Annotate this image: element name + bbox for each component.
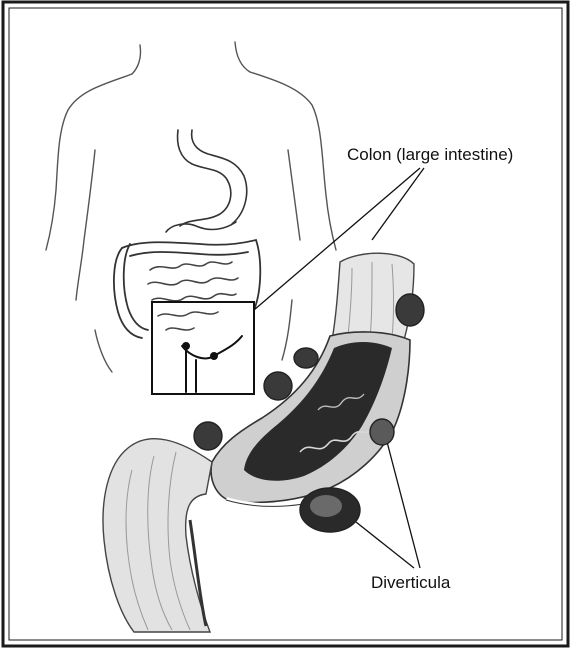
diverticulum-top-right (396, 294, 424, 326)
diverticulum-left (194, 422, 222, 450)
colon-label: Colon (large intestine) (347, 146, 513, 163)
diverticulum-right (370, 419, 394, 445)
diverticulum-mid-left (264, 372, 292, 400)
diagram-frame (3, 2, 568, 646)
diverticula-label: Diverticula (371, 574, 450, 591)
diverticulum-upper-left (294, 348, 318, 368)
